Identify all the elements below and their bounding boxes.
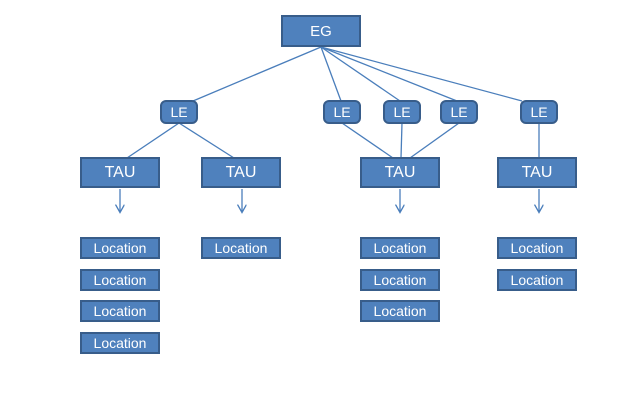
edge-le1-tau1 (126, 122, 180, 159)
le-node-1: LE (160, 100, 198, 124)
location-node: Location (80, 269, 160, 291)
location-node: Location (80, 300, 160, 322)
edge-le4-tau3 (409, 122, 460, 159)
tau-node-3: TAU (360, 157, 440, 188)
location-node: Location (497, 237, 577, 259)
edge-eg-le4 (320, 46, 458, 102)
location-node: Location (360, 237, 440, 259)
location-node: Location (497, 269, 577, 291)
le-node-4: LE (440, 100, 478, 124)
location-node: Location (360, 269, 440, 291)
edge-le1-tau2 (178, 122, 235, 159)
edge-le2-tau3 (341, 122, 394, 159)
le-node-5: LE (520, 100, 558, 124)
location-node: Location (80, 237, 160, 259)
le-node-3: LE (383, 100, 421, 124)
location-node: Location (80, 332, 160, 354)
edge-eg-le5 (320, 46, 523, 102)
location-node: Location (201, 237, 281, 259)
eg-node: EG (281, 15, 361, 47)
edge-eg-le3 (320, 46, 401, 102)
edge-eg-le2 (320, 46, 342, 102)
edge-eg-le1 (192, 46, 322, 102)
tau-node-1: TAU (80, 157, 160, 188)
tau-node-2: TAU (201, 157, 281, 188)
edge-le3-tau3 (400, 122, 403, 159)
le-node-2: LE (323, 100, 361, 124)
tau-node-4: TAU (497, 157, 577, 188)
location-node: Location (360, 300, 440, 322)
